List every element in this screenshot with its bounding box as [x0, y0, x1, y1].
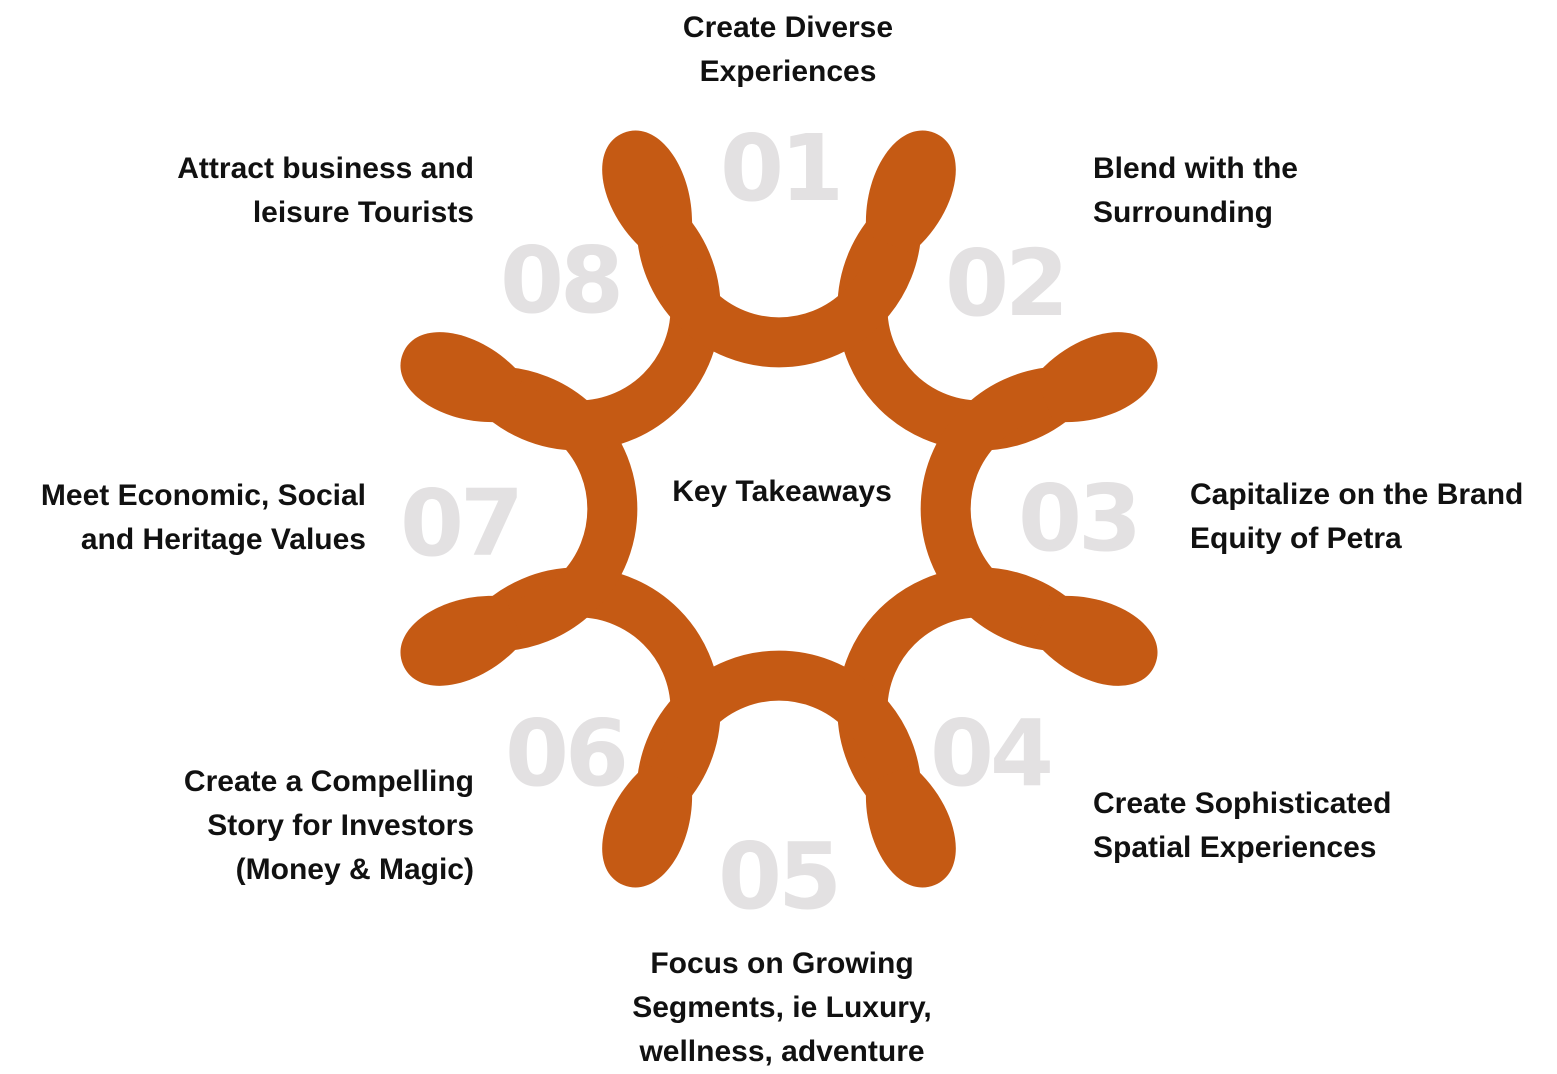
wheel-shape — [400, 130, 1158, 888]
takeaway-06: Create a Compelling Story for Investors … — [183, 765, 474, 886]
center-label: Key Takeaways — [672, 475, 892, 508]
takeaway-04: Create Sophisticated Spatial Experiences — [1093, 787, 1392, 864]
wheel-tip-2 — [1034, 332, 1158, 423]
step-number-01: 01 — [720, 115, 840, 222]
step-numbers: 01 02 03 04 05 06 07 08 — [400, 115, 1142, 930]
step-number-02: 02 — [945, 230, 1065, 337]
wheel-tip-1 — [865, 130, 956, 254]
wheel-tip-4 — [865, 764, 956, 888]
wheel-tip-6 — [400, 595, 524, 686]
step-number-03: 03 — [1018, 465, 1138, 572]
takeaway-05: Focus on Growing Segments, ie Luxury, we… — [632, 947, 932, 1068]
takeaway-08: Attract business and leisure Tourists — [177, 152, 474, 229]
step-number-04: 04 — [930, 700, 1050, 807]
wheel-arc-8 — [636, 224, 922, 368]
wheel-tip-8 — [602, 130, 693, 254]
takeaway-03: Capitalize on the Brand Equity of Petra — [1190, 478, 1524, 555]
step-number-08: 08 — [500, 227, 620, 334]
wheel-tip-3 — [1034, 595, 1158, 686]
takeaway-01: Create Diverse Experiences — [682, 11, 894, 88]
takeaway-07: Meet Economic, Social and Heritage Value… — [40, 479, 366, 556]
wheel-tip-5 — [602, 764, 693, 888]
step-number-05: 05 — [718, 823, 838, 930]
step-number-07: 07 — [400, 470, 520, 577]
takeaway-02: Blend with the Surrounding — [1093, 152, 1298, 229]
step-number-06: 06 — [505, 700, 625, 807]
wheel-tip-7 — [400, 332, 524, 423]
